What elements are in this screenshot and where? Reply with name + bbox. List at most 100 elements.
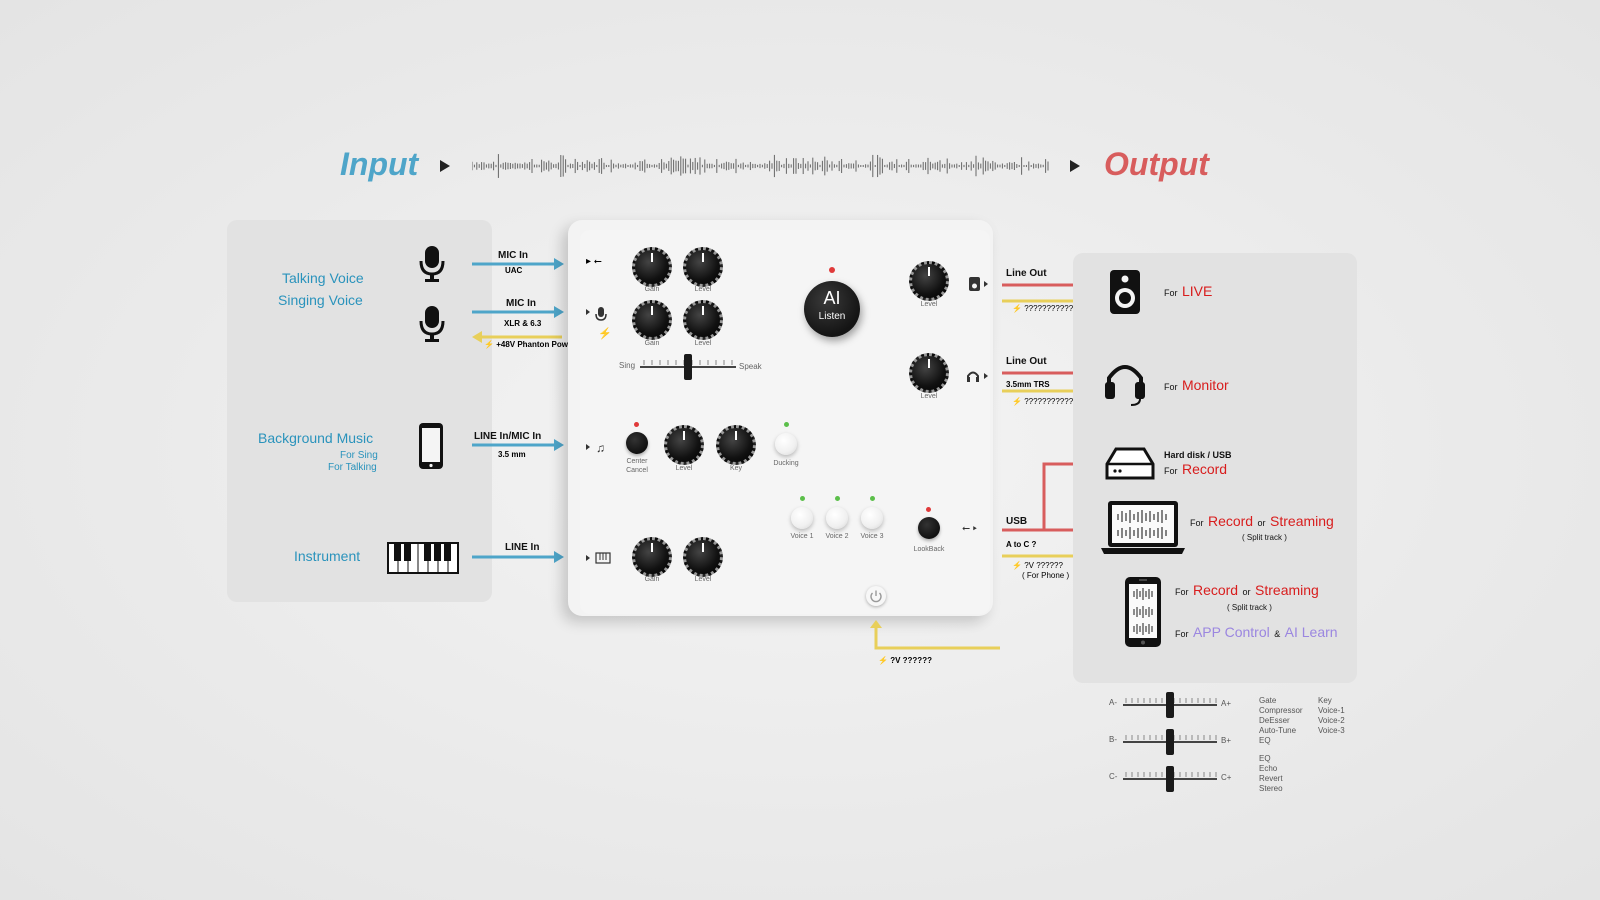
ducking-button[interactable] [775, 433, 797, 455]
voice-1-button[interactable] [791, 507, 813, 529]
for-sing-label: For Sing [340, 450, 378, 461]
keyboard-icon [387, 542, 459, 574]
legend-effect-item: Auto-Tune [1259, 726, 1297, 735]
lightning-icon: ⚡ [1012, 561, 1022, 570]
live-label: LIVE [1181, 283, 1213, 299]
legend-a-plus: A+ [1221, 699, 1232, 708]
svg-text:♫: ♫ [596, 441, 605, 454]
legend-c-minus: C- [1109, 772, 1118, 781]
power-icon [870, 590, 882, 603]
key-label: Key [729, 465, 743, 472]
level-label: Level [920, 393, 938, 400]
headphones-icon [1105, 365, 1145, 406]
legend-fader-a-handle[interactable] [1166, 692, 1174, 718]
level-knob-usb[interactable] [683, 247, 723, 287]
speaker-port-icon [969, 277, 988, 291]
gain-knob-instrument[interactable] [632, 537, 672, 577]
for-prefix: For [1164, 382, 1178, 392]
lookback-led [926, 507, 931, 512]
lookback-label: LookBack [913, 546, 945, 553]
voice-2-button[interactable] [826, 507, 848, 529]
input-title: Input [340, 146, 419, 182]
legend-effect-item: EQ [1259, 754, 1271, 763]
for-record-streaming-label: For Record or Streaming [1190, 513, 1334, 531]
legend-b-minus: B- [1109, 735, 1117, 744]
sing-speak-fader-handle[interactable] [684, 354, 692, 380]
app-control-label: APP Control [1192, 624, 1270, 640]
legend-effect-item: EQ [1259, 736, 1271, 745]
record-label: Record [1207, 513, 1254, 529]
gain-knob-mic[interactable] [632, 300, 672, 340]
or-text: or [1257, 518, 1266, 528]
for-prefix: For [1175, 587, 1189, 597]
gain-label: Gain [644, 286, 660, 293]
legend-c-plus: C+ [1221, 773, 1232, 782]
lookback-button[interactable] [918, 517, 940, 539]
level-label: Level [694, 340, 712, 347]
ai-listen-button[interactable]: AI Listen [804, 281, 860, 337]
lightning-icon: ⚡ [1012, 397, 1022, 406]
power-button[interactable] [866, 586, 886, 606]
mic-xlr-title: MIC In [506, 298, 536, 309]
and-text: & [1274, 629, 1281, 639]
power-input-arrow [870, 620, 1000, 650]
or-text: or [1242, 587, 1251, 597]
input-arrow-line-in [472, 551, 564, 563]
legend-effect-item: Echo [1259, 764, 1278, 773]
hard-disk-icon [1105, 447, 1155, 480]
line-out-2-label: Line Out [1006, 356, 1047, 367]
center-cancel-label-1: Center [626, 458, 648, 465]
voice-1-led [800, 496, 805, 501]
gain-knob-usb[interactable] [632, 247, 672, 287]
lightning-icon: ⚡ [878, 656, 888, 665]
voice-3-button[interactable] [861, 507, 883, 529]
power-text-2: ?????????????? [1024, 397, 1087, 406]
smartphone-icon [419, 423, 443, 469]
voice-1-label: Voice 1 [790, 533, 814, 540]
singing-voice-label: Singing Voice [278, 292, 363, 308]
level-label: Level [675, 465, 693, 472]
record-label: Record [1192, 582, 1239, 598]
level-knob-instrument[interactable] [683, 537, 723, 577]
level-label: Level [694, 286, 712, 293]
legend-effect-item: Stereo [1259, 784, 1283, 793]
level-knob-line-out[interactable] [909, 261, 949, 301]
waveform-graphic [472, 154, 1049, 178]
legend-fader-c-handle[interactable] [1166, 766, 1174, 792]
music-channel-icon: ♫ [586, 441, 605, 454]
legend-voice-item: Voice-3 [1318, 726, 1345, 735]
lightning-icon: ⚡ [484, 340, 494, 349]
ai-listen-sub: Listen [818, 311, 846, 322]
instrument-channel-icon [586, 552, 611, 564]
record-label: Record [1181, 461, 1228, 477]
ai-status-led [829, 267, 835, 273]
ducking-label: Ducking [773, 460, 799, 467]
center-cancel-button[interactable] [626, 432, 648, 454]
level-label: Level [694, 576, 712, 583]
level-knob-mic[interactable] [683, 300, 723, 340]
legend-effect-item: Revert [1259, 774, 1283, 783]
legend-a-minus: A- [1109, 698, 1117, 707]
talking-voice-label: Talking Voice [282, 270, 364, 286]
voice-3-led [870, 496, 875, 501]
power-text-1: ?????????????? [1024, 304, 1087, 313]
play-icon [1070, 160, 1080, 172]
line-in-title: LINE In [505, 542, 540, 553]
usb-power-phone-label: ( For Phone ) [1022, 571, 1070, 580]
level-label: Level [920, 301, 938, 308]
lightning-icon: ⚡ [1012, 304, 1022, 313]
trs-label: 3.5mm TRS [1006, 380, 1050, 389]
streaming-label: Streaming [1255, 582, 1319, 598]
smartphone-icon [1125, 577, 1161, 647]
center-cancel-led [634, 422, 639, 427]
legend-fader-b-handle[interactable] [1166, 729, 1174, 755]
key-knob[interactable] [716, 425, 756, 465]
input-arrow-line-mic [472, 439, 564, 451]
microphone-icon [419, 246, 445, 282]
instrument-label: Instrument [294, 548, 361, 564]
for-prefix: For [1190, 518, 1204, 528]
level-knob-music[interactable] [664, 425, 704, 465]
split-track-label: ( Split track ) [1227, 603, 1272, 612]
level-knob-headphone[interactable] [909, 353, 949, 393]
